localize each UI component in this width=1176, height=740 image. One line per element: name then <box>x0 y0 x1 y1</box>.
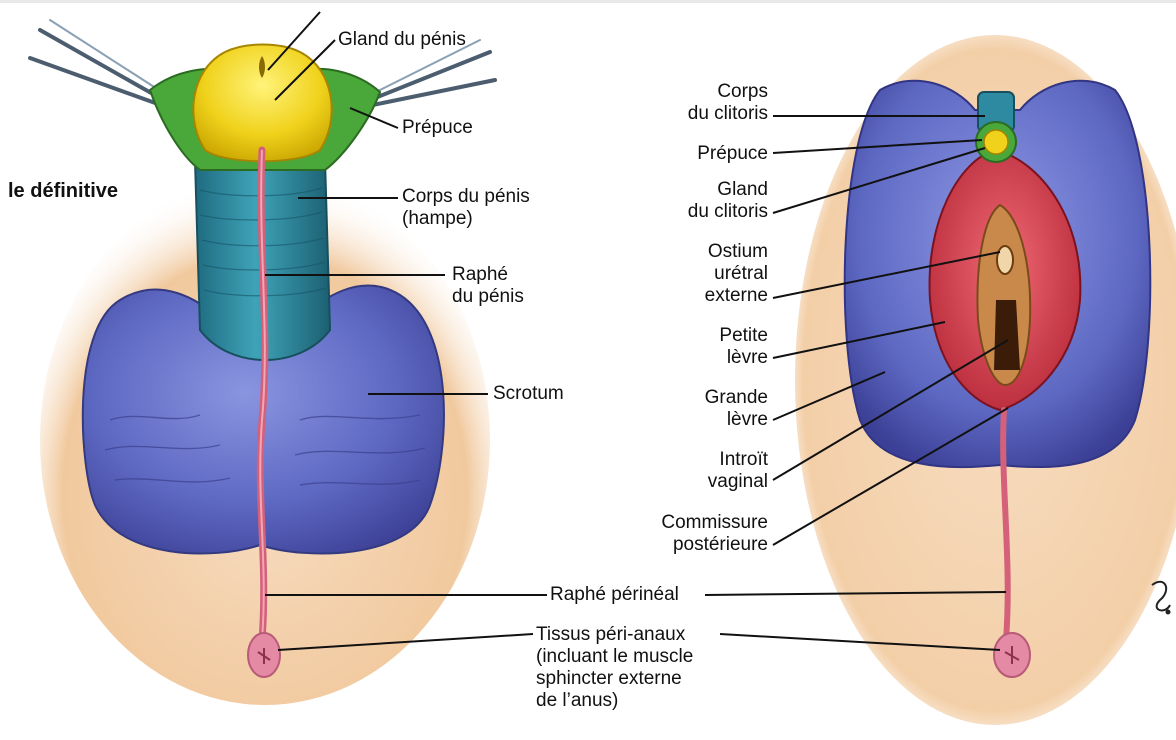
retractor-left <box>30 20 162 104</box>
urethral-ostium-shape <box>997 246 1013 274</box>
section-heading: le définitive <box>8 180 118 202</box>
label-perineal-raphe: Raphé périnéal <box>550 584 679 606</box>
label-labium-majus: Grande lèvre <box>668 387 768 431</box>
label-scrotum: Scrotum <box>493 383 564 405</box>
label-clitoris-body: Corps du clitoris <box>668 81 768 125</box>
female-figure <box>795 35 1176 725</box>
label-prepuce-male: Prépuce <box>402 117 473 139</box>
label-urethral-ostium: Ostium urétral externe <box>668 241 768 307</box>
label-clitoris-glans: Gland du clitoris <box>668 179 768 223</box>
label-penis-shaft: Corps du pénis (hampe) <box>402 186 530 230</box>
label-perianal-tissue: Tissus péri-anaux (incluant le muscle sp… <box>536 624 693 712</box>
label-posterior-commissure: Commissure postérieure <box>618 512 768 556</box>
clitoral-glans-shape <box>984 130 1008 154</box>
label-vaginal-introitus: Introït vaginal <box>668 449 768 493</box>
vaginal-introitus-shape <box>994 300 1020 370</box>
label-penile-raphe: Raphé du pénis <box>452 264 524 308</box>
label-glans-penis: Gland du pénis <box>338 29 466 51</box>
label-labium-minus: Petite lèvre <box>668 325 768 369</box>
label-prepuce-female: Prépuce <box>668 143 768 165</box>
